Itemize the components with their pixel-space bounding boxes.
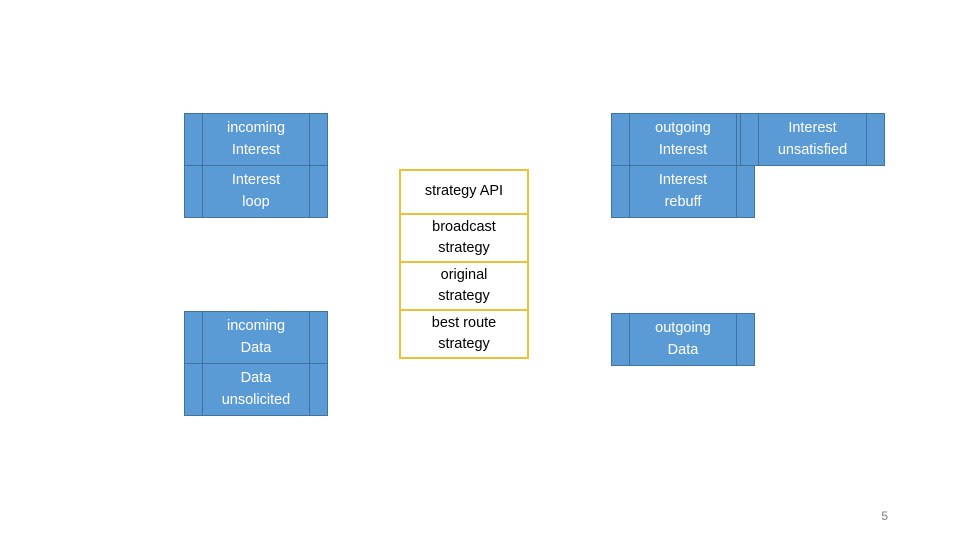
cell-interest-unsatisfied[interactable]: Interest unsatisfied: [758, 113, 867, 166]
table-row: outgoing Interest: [611, 113, 755, 166]
table-row: strategy API: [399, 169, 529, 215]
spacer-cell-right: [309, 113, 328, 166]
cell-line-1: original: [440, 267, 488, 284]
spacer-cell-right: [309, 363, 328, 416]
cell-line-2: unsatisfied: [777, 141, 848, 158]
cell-line-2: unsolicited: [221, 391, 291, 408]
cell-line-2: Interest: [231, 141, 281, 158]
cell-line-2: Interest: [658, 141, 708, 158]
slide-page-number: 5: [881, 509, 888, 523]
cell-line-1: best route: [431, 315, 497, 332]
cell-data-unsolicited[interactable]: Data unsolicited: [202, 363, 310, 416]
spacer-cell-left: [184, 165, 203, 218]
block-incoming-interest[interactable]: incoming Interest Interest loop: [184, 113, 328, 218]
table-row: Interest loop: [184, 165, 328, 218]
table-row: original strategy: [399, 261, 529, 312]
cell-line-1: Interest: [658, 172, 708, 189]
block-strategy-api[interactable]: strategy API broadcast strategy original…: [399, 169, 529, 360]
table-row: outgoing Data: [611, 313, 755, 366]
cell-line-1: broadcast: [432, 219, 496, 235]
cell-line-2: rebuff: [664, 193, 702, 210]
table-row: incoming Interest: [184, 113, 328, 166]
cell-best-route-strategy[interactable]: best route strategy: [399, 309, 529, 360]
table-row: Interest unsatisfied: [740, 113, 885, 166]
table-row: broadcast strategy: [399, 212, 529, 264]
spacer-cell-left: [611, 113, 630, 166]
cell-outgoing-interest[interactable]: outgoing Interest: [629, 113, 737, 166]
cell-line-2: loop: [242, 193, 270, 210]
cell-line-1: incoming: [226, 318, 286, 335]
block-outgoing-data[interactable]: outgoing Data: [611, 313, 755, 366]
block-interest-unsatisfied[interactable]: Interest unsatisfied: [740, 113, 885, 166]
cell-line-1: outgoing: [655, 120, 711, 137]
block-outgoing-interest[interactable]: outgoing Interest Interest rebuff: [611, 113, 755, 218]
table-row: Interest rebuff: [611, 165, 755, 218]
cell-line-1: Interest: [231, 172, 281, 189]
cell-line-1: outgoing: [655, 320, 711, 337]
spacer-cell-left: [184, 311, 203, 364]
spacer-cell-left: [184, 363, 203, 416]
cell-line-2: strategy: [438, 240, 490, 257]
cell-incoming-interest[interactable]: incoming Interest: [202, 113, 310, 166]
cell-line-2: strategy: [438, 336, 490, 353]
block-incoming-data[interactable]: incoming Data Data unsolicited: [184, 311, 328, 416]
cell-line-2: Data: [240, 339, 272, 356]
table-row: Data unsolicited: [184, 363, 328, 416]
spacer-cell-right: [866, 113, 885, 166]
cell-line-2: Data: [667, 341, 699, 358]
spacer-cell-left: [611, 165, 630, 218]
spacer-cell-right: [309, 311, 328, 364]
cell-interest-loop[interactable]: Interest loop: [202, 165, 310, 218]
cell-outgoing-data[interactable]: outgoing Data: [629, 313, 737, 366]
spacer-cell-left: [740, 113, 759, 166]
table-row: incoming Data: [184, 311, 328, 364]
cell-original-strategy[interactable]: original strategy: [399, 261, 529, 312]
cell-line-1: incoming: [226, 120, 286, 137]
cell-line-1: strategy API: [424, 183, 504, 200]
cell-incoming-data[interactable]: incoming Data: [202, 311, 310, 364]
cell-line-1: Interest: [788, 120, 837, 137]
cell-broadcast-strategy[interactable]: broadcast strategy: [399, 212, 529, 264]
cell-strategy-api[interactable]: strategy API: [399, 169, 529, 215]
spacer-cell-left: [611, 313, 630, 366]
spacer-cell-left: [184, 113, 203, 166]
spacer-cell-right: [736, 313, 755, 366]
spacer-cell-right: [736, 165, 755, 218]
cell-line-2: strategy: [438, 288, 490, 305]
table-row: best route strategy: [399, 309, 529, 360]
cell-interest-rebuff[interactable]: Interest rebuff: [629, 165, 737, 218]
cell-line-1: Data: [240, 370, 272, 387]
spacer-cell-right: [309, 165, 328, 218]
